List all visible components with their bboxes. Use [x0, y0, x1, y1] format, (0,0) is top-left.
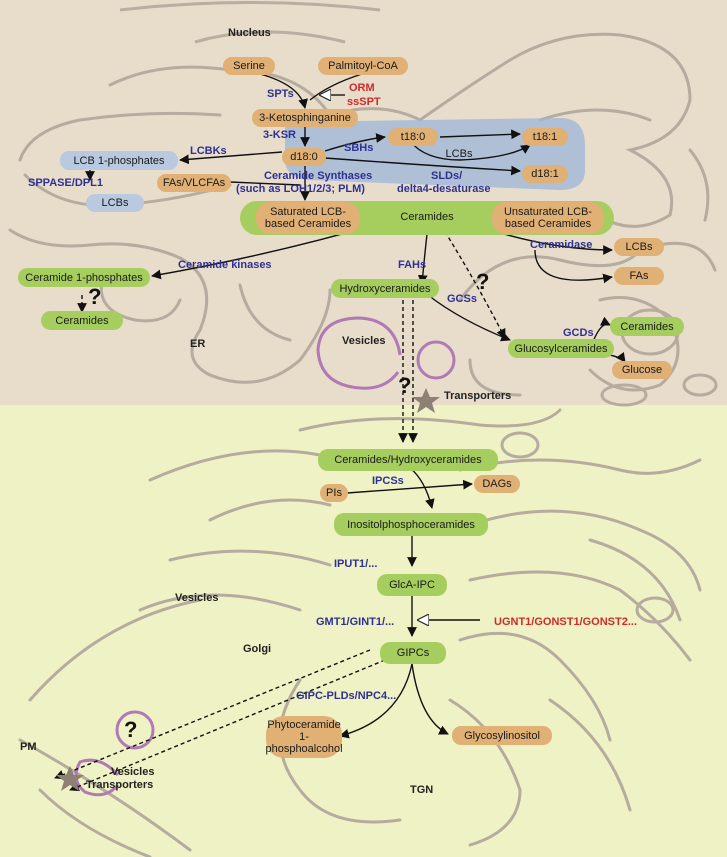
- enzyme-lcbks: LCBKs: [190, 145, 227, 157]
- node-unsaturated-ceramides: Unsaturated LCB-based Ceramides: [492, 202, 604, 234]
- node-glycosylinositol: Glycosylinositol: [452, 726, 552, 745]
- node-glca-ipc: GlcA-IPC: [377, 574, 447, 596]
- node-fas-vlcfas: FAs/VLCFAs: [157, 174, 231, 192]
- node-lcbs-right: LCBs: [614, 238, 664, 256]
- tgn-label: TGN: [410, 784, 434, 796]
- node-lcbs-left: LCBs: [86, 194, 144, 212]
- transporters-label-pm: Transporters: [86, 779, 154, 791]
- node-d18-1: d18:1: [522, 165, 568, 183]
- enzyme-delta4-desaturase: delta4-desaturase: [397, 183, 491, 195]
- vesicles-label-golgi: Vesicles: [175, 592, 219, 604]
- transporter-star-icon: [56, 388, 440, 791]
- enzyme-ceramide-synthases: Ceramide Synthases: [264, 170, 373, 182]
- vesicles-label-er: Vesicles: [342, 335, 386, 347]
- regulator-sspt: ssSPT: [347, 96, 381, 108]
- golgi-label: Golgi: [243, 643, 272, 655]
- node-ceramides-left: Ceramides: [41, 311, 123, 330]
- er-label: ER: [190, 338, 206, 350]
- enzyme-slds: SLDs/: [431, 170, 463, 182]
- enzyme-spts: SPTs: [267, 88, 294, 100]
- enzyme-ceramide-kinases: Ceramide kinases: [178, 259, 272, 271]
- golgi-vesicle-rings: [500, 431, 675, 624]
- enzyme-iput1: IPUT1/...: [334, 558, 378, 570]
- enzyme-ipcss: IPCSs: [372, 475, 404, 487]
- node-3-ketosphinganine: 3-Ketosphinganine: [252, 109, 358, 127]
- nucleus-membrane: [119, 1, 381, 44]
- unknown-mark-pm: ?: [124, 717, 138, 742]
- enzyme-ceramidase: Ceramidase: [530, 239, 593, 251]
- node-fas-right: FAs: [614, 267, 664, 285]
- enzyme-gcss: GCSs: [447, 293, 477, 305]
- node-t18-0: t18:0: [388, 128, 438, 146]
- regulator-ugnt1-gonst: UGNT1/GONST1/GONST2...: [494, 616, 638, 628]
- enzyme-3-ksr: 3-KSR: [263, 129, 297, 141]
- enzyme-sbhs: SBHs: [344, 142, 374, 154]
- node-ceramides-center: Ceramides: [400, 211, 454, 223]
- node-t18-1: t18:1: [522, 128, 568, 146]
- enzyme-gcds: GCDs: [563, 327, 594, 339]
- golgi-region: [0, 405, 727, 857]
- node-phytoceramide: Phytoceramide 1-phosphoalcohol: [265, 716, 343, 758]
- pm-label: PM: [20, 741, 37, 753]
- golgi-cisternae: [18, 408, 702, 857]
- enzyme-fahs: FAHs: [398, 259, 427, 271]
- regulator-orm: ORM: [349, 82, 375, 94]
- enzyme-sppase-dpl1: SPPASE/DPL1: [28, 177, 103, 189]
- enzyme-gmt1-gint1: GMT1/GINT1/...: [316, 616, 395, 628]
- node-gipcs: GIPCs: [380, 642, 446, 664]
- node-glucosylceramides: Glucosylceramides: [508, 339, 614, 358]
- node-palmitoyl-coa: Palmitoyl-CoA: [318, 57, 408, 75]
- node-ceramides-hydroxyceramides: Ceramides/Hydroxyceramides: [318, 449, 498, 471]
- node-ceramide-1-phosphates: Ceramide 1-phosphates: [18, 268, 150, 287]
- nucleus-label: Nucleus: [228, 27, 271, 39]
- node-hydroxyceramides: Hydroxyceramides: [331, 279, 439, 298]
- node-lcbs-mid: LCBs: [445, 148, 473, 160]
- enzyme-ceramide-synthases-examples: (such as LOH1/2/3; PLM): [236, 183, 365, 195]
- er-membranes: [8, 32, 717, 397]
- unknown-mark-er-golgi: ?: [398, 373, 412, 398]
- node-d18-0: d18:0: [282, 148, 326, 166]
- unknown-mark-gcs: ?: [476, 269, 490, 294]
- node-serine: Serine: [223, 57, 275, 75]
- unknown-mark-c1p: ?: [88, 284, 102, 309]
- node-lcb-1-phosphates: LCB 1-phosphates: [60, 151, 178, 170]
- transporters-label-er: Transporters: [444, 390, 512, 402]
- vesicles-label-pm: Vesicles: [111, 766, 155, 778]
- enzyme-gipc-plds-npc4: GIPC-PLDs/NPC4...: [296, 690, 397, 702]
- lcb-modification-zone: [285, 118, 585, 190]
- node-dags: DAGs: [474, 475, 520, 493]
- node-ceramides-right: Ceramides: [610, 317, 684, 336]
- node-inositolphosphoceramides: Inositolphosphoceramides: [334, 513, 488, 536]
- node-glucose: Glucose: [612, 361, 672, 379]
- node-pis: PIs: [320, 484, 348, 502]
- node-saturated-ceramides: Saturated LCB-based Ceramides: [256, 202, 360, 234]
